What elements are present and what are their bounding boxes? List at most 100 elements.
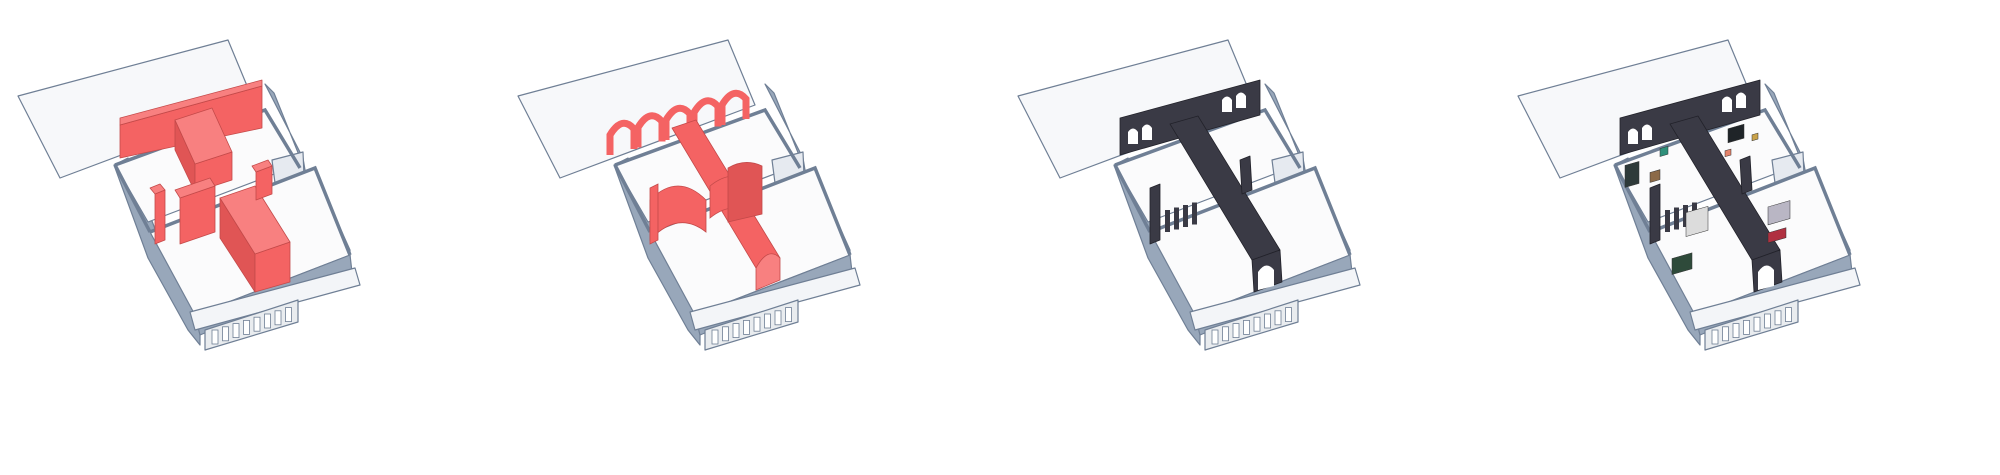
arched-opening — [1258, 265, 1274, 290]
furniture-sofa — [1624, 161, 1640, 188]
arched-opening — [1758, 265, 1774, 290]
arched-window — [1236, 92, 1246, 108]
wall-top-left — [1613, 164, 1652, 233]
panel-walls-svg — [1017, 39, 1361, 351]
balcony-slab — [1689, 267, 1861, 331]
facade-window — [1253, 316, 1261, 332]
furniture-partition — [1685, 205, 1709, 237]
barrel-vault-end — [755, 253, 781, 291]
facade-window — [243, 319, 250, 335]
arched-window — [1628, 128, 1638, 144]
facade-window — [1285, 307, 1292, 323]
back-arch — [606, 119, 638, 155]
wall-pier — [1683, 205, 1688, 227]
massing-block-left-front — [154, 189, 166, 245]
facade-window — [232, 323, 240, 339]
roof-plane — [517, 39, 756, 179]
facade-window — [711, 329, 719, 345]
balcony-slab — [189, 267, 361, 331]
arched-wall-right — [1239, 155, 1253, 195]
panel-furnished — [1500, 0, 2000, 475]
wall-pier — [1192, 202, 1197, 225]
panel-walls — [1000, 0, 1500, 475]
massing-block-mid-top — [174, 177, 216, 199]
facade-window — [222, 326, 229, 342]
vault-right — [727, 162, 763, 223]
arched-window — [1736, 92, 1746, 108]
facade-window — [722, 326, 729, 342]
wall-top-upper — [614, 107, 802, 169]
wall-top-left — [113, 164, 152, 233]
facade-window — [1711, 329, 1719, 345]
massing-block-corridor-upper-top — [174, 107, 233, 165]
facade-window — [285, 307, 292, 323]
panel-massing-svg — [17, 39, 361, 351]
facade-window — [1264, 313, 1271, 329]
arched-window — [1722, 96, 1732, 112]
panel-vaults — [500, 0, 1000, 475]
facade-window — [1722, 326, 1729, 342]
facade-window — [1753, 316, 1761, 332]
massing-block-back-top — [119, 79, 263, 126]
facade-window — [774, 310, 782, 326]
facade-window — [253, 316, 261, 332]
wall-top-upper — [1114, 107, 1302, 169]
massing-block-corridor-lower-top — [219, 185, 291, 255]
panel-vaults-svg — [517, 39, 861, 351]
facade-window — [1774, 310, 1782, 326]
facade-window — [1764, 313, 1771, 329]
facade-window — [1211, 329, 1219, 345]
arched-window — [1128, 128, 1138, 144]
wall-pier — [1665, 210, 1670, 232]
wall-pier — [1183, 205, 1188, 227]
furniture-chair — [1659, 145, 1669, 157]
facade-window — [274, 310, 282, 326]
wall-top-left — [613, 164, 652, 233]
arched-wall-right — [1739, 155, 1753, 195]
vault-left — [649, 185, 707, 242]
facade-window — [785, 307, 792, 323]
facade-window — [732, 323, 740, 339]
facade-window — [743, 319, 750, 335]
wall-top-lower — [1149, 165, 1352, 256]
back-arch — [690, 97, 722, 133]
facade-window — [1785, 307, 1792, 323]
furniture-bed-small — [1671, 252, 1693, 275]
outer-wall-right-upper — [764, 83, 806, 171]
facade-window — [1743, 319, 1750, 335]
arched-wall-left — [1649, 183, 1661, 245]
facade-window — [1732, 323, 1740, 339]
wall-pier — [1674, 207, 1679, 230]
panel-furnished-svg — [1517, 39, 1861, 351]
arched-window — [1142, 124, 1152, 140]
back-arch — [634, 112, 666, 148]
back-arch — [662, 104, 694, 140]
vault-left-wall — [649, 183, 659, 245]
facade-window — [264, 313, 271, 329]
arched-wall-left — [1149, 183, 1161, 245]
balcony-slab — [1189, 267, 1361, 331]
furniture-stool — [1724, 148, 1732, 158]
arched-window — [1642, 124, 1652, 140]
facade-window — [1232, 323, 1240, 339]
facade-window — [753, 316, 761, 332]
back-arch — [718, 89, 750, 125]
panel-massing — [0, 0, 500, 475]
furniture-side-table — [1649, 169, 1661, 183]
facade-window — [764, 313, 771, 329]
massing-block-right-top — [251, 159, 273, 173]
furniture-bench — [1767, 227, 1787, 244]
balcony-slab — [689, 267, 861, 331]
furniture-desk — [1727, 123, 1745, 144]
facade-window — [211, 329, 219, 345]
outer-wall-right-upper — [1764, 83, 1806, 171]
facade-window — [1274, 310, 1282, 326]
wall-pier — [1174, 207, 1179, 230]
outer-wall-right-upper — [1264, 83, 1306, 171]
wall-top-left — [1113, 164, 1152, 233]
massing-block-left-top — [149, 183, 166, 195]
facade-window — [1243, 319, 1250, 335]
facade-window — [1222, 326, 1229, 342]
arched-window — [1222, 96, 1232, 112]
